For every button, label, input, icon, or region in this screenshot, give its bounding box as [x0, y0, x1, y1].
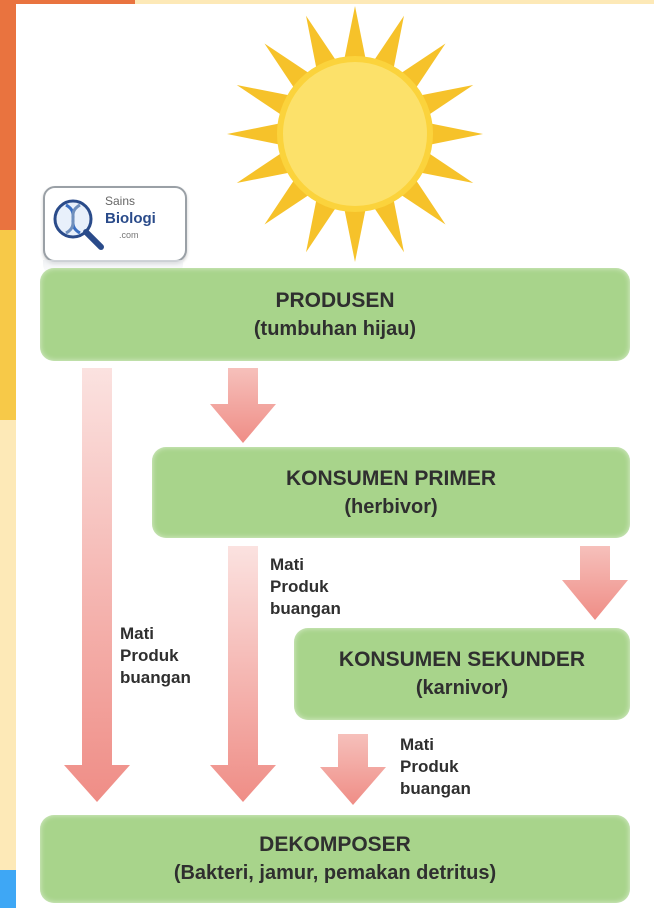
dna-magnifier-icon	[53, 199, 104, 250]
arrow-produsen-to-dekomposer	[64, 368, 130, 802]
label-middle-line3: buangan	[270, 599, 341, 618]
node-produsen: PRODUSEN (tumbuhan hijau)	[40, 268, 630, 361]
label-right-line2: Produk	[400, 757, 459, 776]
logo-text-biologi: Biologi	[105, 210, 156, 227]
sun-ray	[343, 202, 367, 262]
sun-core-highlight	[283, 62, 427, 206]
sun-ray	[423, 122, 483, 146]
label-middle-line2: Produk	[270, 577, 329, 596]
node-konsumen-sekunder-subtitle: (karnivor)	[415, 677, 509, 699]
label-middle-waste: Mati Produk buangan	[270, 554, 341, 620]
node-konsumen-primer: KONSUMEN PRIMER (herbivor)	[152, 447, 630, 538]
site-logo: Sains Biologi .com	[43, 186, 187, 262]
label-left-line3: buangan	[120, 668, 191, 687]
node-konsumen-sekunder: KONSUMEN SEKUNDER (karnivor)	[294, 628, 630, 720]
label-middle-line1: Mati	[270, 555, 304, 574]
node-konsumen-sekunder-title: KONSUMEN SEKUNDER	[338, 648, 586, 671]
label-left-waste: Mati Produk buangan	[120, 623, 191, 689]
node-dekomposer: DEKOMPOSER (Bakteri, jamur, pemakan detr…	[40, 815, 630, 903]
sun-ray	[227, 122, 287, 146]
arrow-produsen-to-konsumen-primer	[210, 368, 276, 443]
logo-text-com: .com	[119, 230, 139, 240]
node-produsen-title: PRODUSEN	[275, 288, 395, 312]
arrow-konsumen-sekunder-to-dekomposer	[320, 734, 386, 805]
label-right-line3: buangan	[400, 779, 471, 798]
node-konsumen-primer-title: KONSUMEN PRIMER	[285, 466, 496, 490]
sun-ray	[343, 6, 367, 66]
label-left-line2: Produk	[120, 646, 179, 665]
label-left-line1: Mati	[120, 624, 154, 643]
node-konsumen-primer-subtitle: (herbivor)	[344, 495, 438, 518]
node-dekomposer-title: DEKOMPOSER	[259, 833, 411, 856]
arrow-konsumen-primer-to-dekomposer	[210, 546, 276, 802]
arrow-konsumen-primer-to-konsumen-sekunder	[562, 546, 628, 620]
node-dekomposer-subtitle: (Bakteri, jamur, pemakan detritus)	[173, 862, 497, 884]
label-right-waste: Mati Produk buangan	[400, 734, 471, 800]
sun-icon	[227, 6, 483, 262]
label-right-line1: Mati	[400, 735, 434, 754]
page-top-strip	[0, 0, 654, 4]
page-edge-strip	[0, 0, 16, 908]
logo-text-sains: Sains	[105, 194, 136, 208]
node-produsen-subtitle: (tumbuhan hijau)	[253, 317, 417, 340]
